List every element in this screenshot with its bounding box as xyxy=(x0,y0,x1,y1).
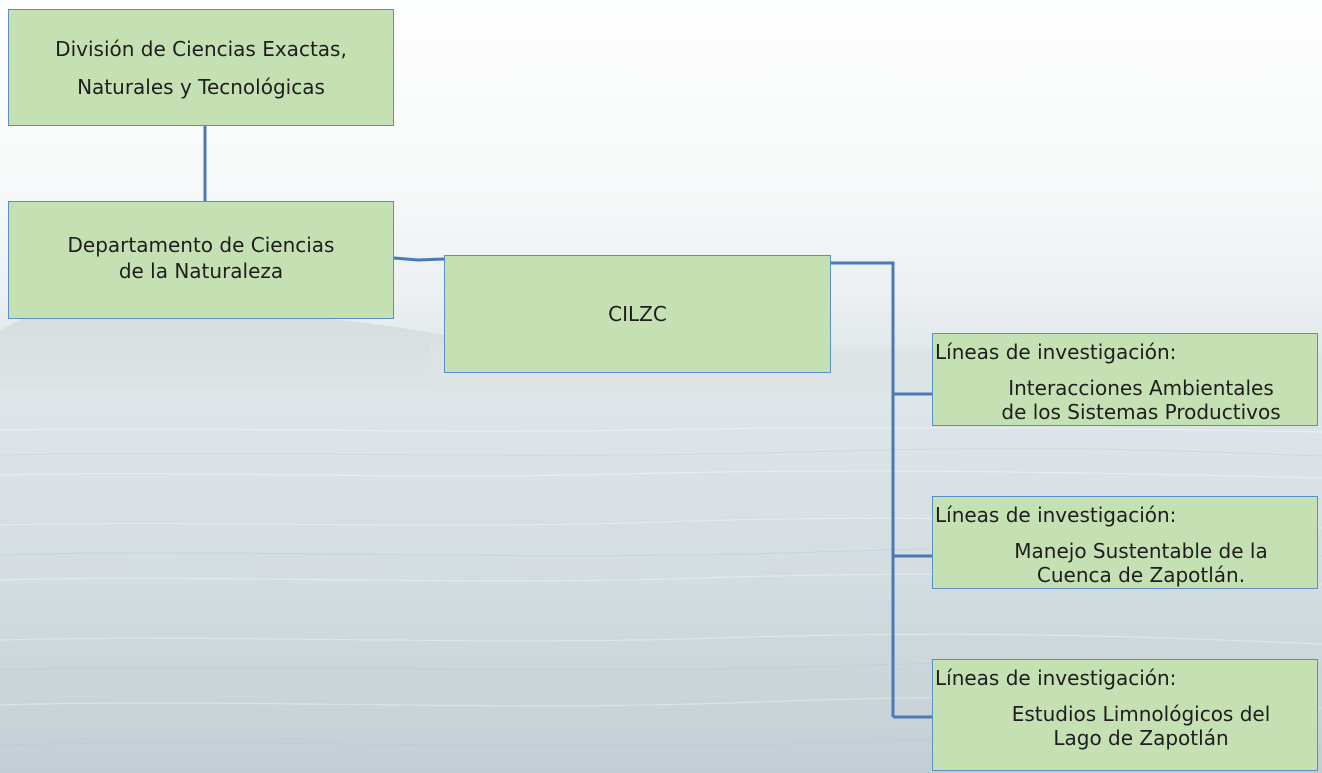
connector-center-trunk xyxy=(831,261,895,717)
connector-departamento-center xyxy=(393,256,445,262)
center-node: CILZC xyxy=(444,255,831,373)
research-line-node: Líneas de investigación: Manejo Sustenta… xyxy=(932,496,1318,589)
research-line-name-2: Cuenca de Zapotlán. xyxy=(1036,563,1246,587)
departamento-line-2: de la Naturaleza xyxy=(118,259,284,283)
research-line-name-1: Manejo Sustentable de la xyxy=(1014,539,1268,563)
departamento-line-1: Departamento de Ciencias xyxy=(67,233,335,257)
research-line-name-1: Interacciones Ambientales xyxy=(1008,376,1274,400)
division-node: División de Ciencias Exactas, Naturales … xyxy=(8,9,394,126)
research-line-heading: Líneas de investigación: xyxy=(935,666,1177,690)
research-line-name-1: Estudios Limnológicos del xyxy=(1011,702,1271,726)
departamento-node: Departamento de Ciencias de la Naturalez… xyxy=(8,201,394,319)
research-line-node: Líneas de investigación: Interacciones A… xyxy=(932,333,1318,426)
division-line-1: División de Ciencias Exactas, xyxy=(55,36,347,61)
division-line-2: Naturales y Tecnológicas xyxy=(77,74,325,99)
research-line-heading: Líneas de investigación: xyxy=(935,340,1177,364)
research-line-name: Estudios Limnológicos del Lago de Zapotl… xyxy=(933,702,1317,750)
research-line-name: Manejo Sustentable de la Cuenca de Zapot… xyxy=(933,539,1317,587)
research-line-name-2: de los Sistemas Productivos xyxy=(1001,400,1281,424)
research-line-heading: Líneas de investigación: xyxy=(935,503,1177,527)
research-line-node: Líneas de investigación: Estudios Limnol… xyxy=(932,659,1318,771)
center-label: CILZC xyxy=(608,301,667,326)
research-line-name: Interacciones Ambientales de los Sistema… xyxy=(933,376,1317,424)
research-line-name-2: Lago de Zapotlán xyxy=(1053,726,1229,750)
